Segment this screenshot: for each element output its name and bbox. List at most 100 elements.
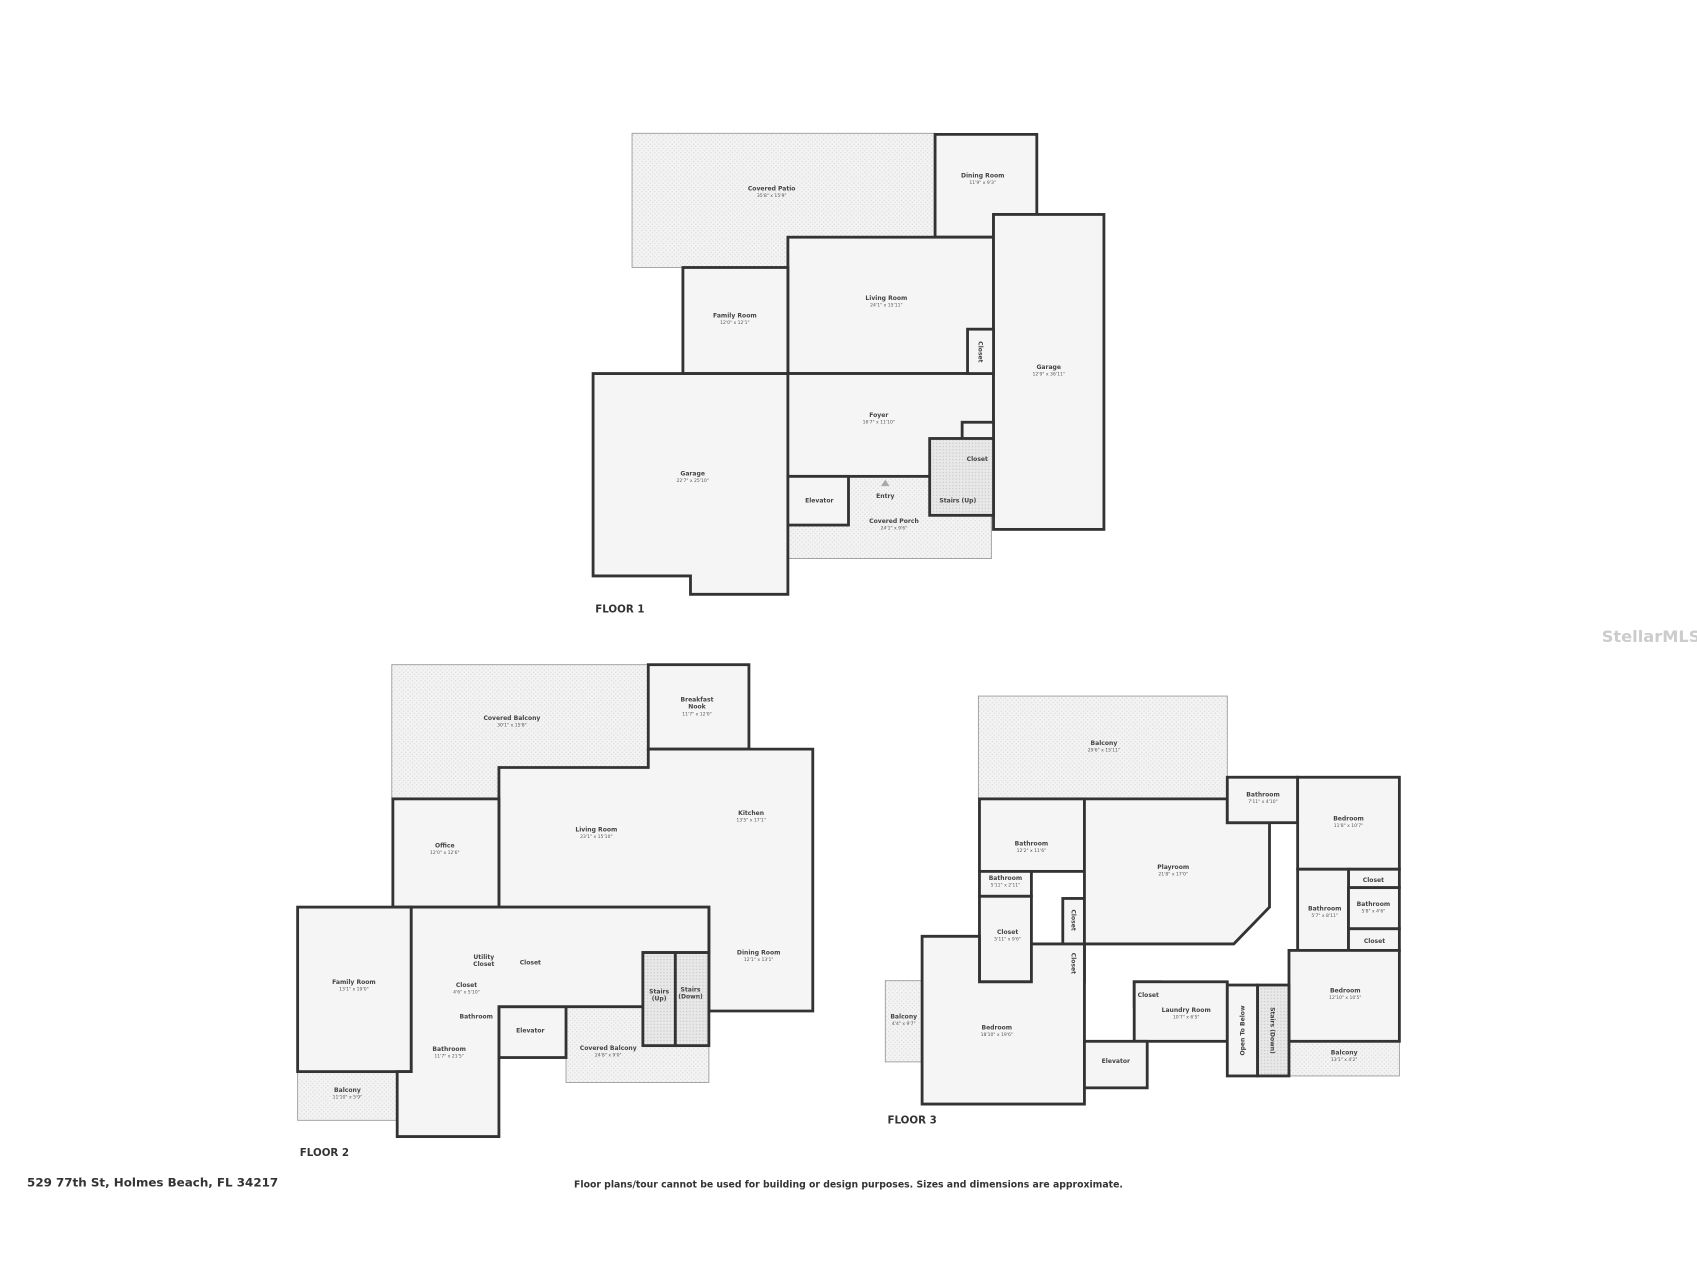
room-family-room-shape bbox=[296, 905, 413, 1074]
room-label-stairs-up: Stairs (Up) bbox=[939, 497, 976, 504]
room-label-stairs-down: Stairs (Down) bbox=[1269, 1007, 1276, 1054]
room-name: Laundry Room bbox=[1162, 1007, 1211, 1014]
room-dimensions: 5'11" x 2'11" bbox=[991, 883, 1021, 889]
room-name: Balcony bbox=[334, 1087, 361, 1094]
room-dimensions: 5'11" x 9'6" bbox=[994, 937, 1021, 943]
room-name: Covered Porch bbox=[869, 518, 919, 525]
watermark-logo: StellarMLS bbox=[1602, 627, 1697, 646]
room-name: (Down) bbox=[678, 994, 703, 1001]
room-name: Balcony bbox=[1331, 1049, 1358, 1056]
room-label-open-to-below: Open To Below bbox=[1240, 1005, 1247, 1055]
room-name: Stairs bbox=[680, 987, 700, 994]
floor-1-label: FLOOR 1 bbox=[595, 604, 644, 616]
room-name: Balcony bbox=[1091, 740, 1118, 747]
room-dimensions: 11'9" x 9'3" bbox=[969, 180, 996, 186]
room-label-closet: Closet bbox=[1069, 953, 1076, 974]
room-name: Bathroom bbox=[1246, 792, 1279, 799]
room-name: Covered Balcony bbox=[483, 715, 540, 722]
room-name: Closet bbox=[1069, 953, 1076, 974]
room-elevator-shape bbox=[786, 474, 850, 527]
room-label-closet: Closet bbox=[967, 456, 988, 463]
room-name: Bathroom bbox=[1015, 840, 1048, 847]
room-closet-shape bbox=[966, 327, 995, 375]
room-bathroom-shape bbox=[978, 797, 1086, 873]
room-balcony-shape bbox=[297, 1071, 398, 1121]
room-dimensions: 21'8" x 17'0" bbox=[1158, 872, 1188, 878]
room-name: Bathroom bbox=[1308, 905, 1341, 912]
room-name: Kitchen bbox=[738, 810, 764, 817]
room-name: Dining Room bbox=[737, 950, 780, 957]
room-breakfast-nook-shape bbox=[646, 663, 751, 751]
room-dimensions: 5'8" x 4'6" bbox=[1362, 909, 1386, 915]
room-name: Breakfast bbox=[680, 696, 713, 703]
room-dimensions: 24'1" x 15'11" bbox=[870, 302, 902, 308]
room-name: Elevator bbox=[805, 497, 833, 504]
room-dimensions: 7'11" x 4'10" bbox=[1248, 799, 1278, 805]
room-dimensions: 22'7" x 25'10" bbox=[676, 478, 708, 484]
room-dimensions: 4'6" x 5'10" bbox=[453, 990, 480, 996]
room-dimensions: 13'1" x 19'0" bbox=[339, 986, 369, 992]
room-dimensions: 24'1" x 9'6" bbox=[881, 525, 908, 531]
room-label-elevator: Elevator bbox=[805, 497, 833, 504]
room-bedroom-shape bbox=[920, 934, 1086, 1106]
room-name: Bedroom bbox=[981, 1024, 1012, 1031]
room-dimensions: 24'8" x 9'0" bbox=[595, 1052, 622, 1058]
room-name: Garage bbox=[680, 470, 705, 477]
room-balcony-shape bbox=[884, 980, 923, 1063]
property-address: 529 77th St, Holmes Beach, FL 34217 bbox=[27, 1175, 278, 1189]
room-dimensions: 12'0" x 12'1" bbox=[720, 320, 750, 326]
room-dimensions: 12'1" x 13'1" bbox=[744, 957, 774, 963]
room-name: Closet bbox=[520, 959, 541, 966]
room-bedroom-shape bbox=[1287, 948, 1401, 1043]
room-dimensions: 23'1" x 15'10" bbox=[580, 834, 612, 840]
room-dimensions: 13'1" x 4'2" bbox=[1331, 1057, 1358, 1063]
room-name: Utility bbox=[473, 954, 494, 961]
disclaimer: Floor plans/tour cannot be used for buil… bbox=[574, 1179, 1123, 1190]
room-name: Stairs (Up) bbox=[939, 497, 976, 504]
room-label-elevator: Elevator bbox=[516, 1028, 544, 1035]
room-name: Closet bbox=[1364, 938, 1385, 945]
room-name: Dining Room bbox=[961, 173, 1004, 180]
room-name: Bathroom bbox=[432, 1046, 465, 1053]
room-elevator-shape bbox=[1083, 1039, 1149, 1090]
room-name: Closet bbox=[1363, 877, 1384, 884]
room-label-bathroom: Bathroom bbox=[459, 1014, 492, 1021]
room-name: Bathroom bbox=[1357, 901, 1390, 908]
room-name: Family Room bbox=[332, 979, 376, 986]
room-garage-shape bbox=[992, 213, 1106, 531]
room-bathroom-shape bbox=[395, 905, 711, 1138]
room-name: Office bbox=[435, 843, 455, 850]
room-stairs-down-shape bbox=[1256, 983, 1291, 1078]
room-name: Covered Balcony bbox=[580, 1045, 637, 1052]
room-name: Playroom bbox=[1157, 864, 1189, 871]
room-dimensions: 12'10" x 10'5" bbox=[1329, 995, 1361, 1001]
room-dimensions: 12'0" x 12'6" bbox=[430, 850, 460, 856]
room-open-to-below-shape bbox=[1225, 983, 1260, 1078]
room-name: Balcony bbox=[890, 1014, 917, 1021]
room-name: Entry bbox=[876, 493, 894, 500]
room-label-closet: Closet bbox=[1364, 938, 1385, 945]
room-name: Foyer bbox=[869, 412, 888, 419]
room-dimensions: 4'4" x 9'7" bbox=[892, 1021, 916, 1027]
room-dimensions: 11'10" x 5'9" bbox=[333, 1095, 363, 1101]
